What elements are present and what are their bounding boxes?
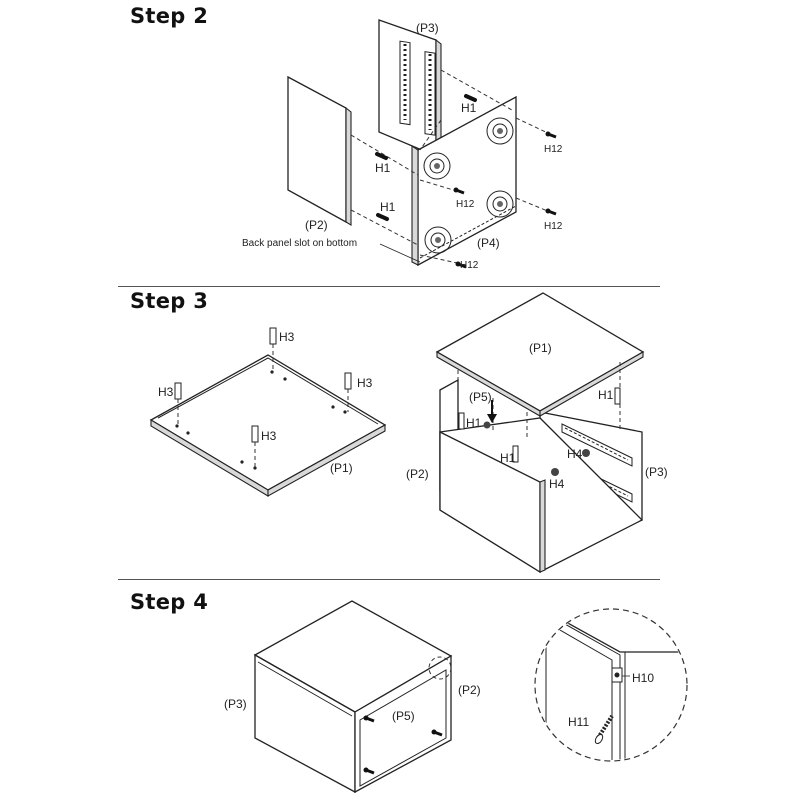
- divider-1: [118, 286, 660, 287]
- label-h4: H4: [567, 447, 583, 461]
- step-4-title: Step 4: [130, 590, 209, 614]
- cam-bolt-h3: [269, 327, 277, 370]
- label-h1: H1: [375, 161, 391, 175]
- dowel-h1: [464, 94, 477, 102]
- step-2-title: Step 2: [130, 4, 209, 28]
- label-h3: H3: [158, 385, 174, 399]
- panel-p4: [411, 95, 517, 267]
- label-p3: (P3): [224, 697, 247, 711]
- drawer-runner: [561, 423, 633, 467]
- label-h3: H3: [279, 330, 295, 344]
- label-h1: H1: [461, 101, 477, 115]
- label-p2: (P2): [305, 218, 328, 232]
- step-3-left-diagram: H3 H3 H3 H3 (P1): [149, 327, 387, 497]
- caster: [424, 226, 452, 254]
- label-h11: H11: [568, 715, 589, 729]
- screw-h11-large: [594, 714, 614, 745]
- label-h1: H1: [466, 416, 482, 430]
- cam-bolt-h3: [251, 425, 259, 467]
- label-p2: (P2): [458, 683, 481, 697]
- caster: [486, 190, 514, 218]
- label-p4: (P4): [477, 236, 500, 250]
- label-h10: H10: [632, 671, 654, 685]
- detail-magnifier: H10 H11: [534, 608, 688, 762]
- label-h3: H3: [261, 429, 277, 443]
- label-h3: H3: [357, 376, 373, 390]
- label-p3: (P3): [645, 465, 668, 479]
- cam-bolt-h3: [174, 382, 182, 425]
- label-h12: H12: [544, 144, 563, 155]
- label-p1: (P1): [330, 461, 353, 475]
- label-h12: H12: [456, 199, 475, 210]
- label-h1: H1: [380, 200, 396, 214]
- label-h12: H12: [460, 260, 479, 271]
- step-3-title: Step 3: [130, 289, 209, 313]
- screw-h12: [544, 130, 558, 139]
- label-p2: (P2): [406, 467, 429, 481]
- label-h1: H1: [598, 388, 614, 402]
- cam-bolt-h3: [344, 372, 352, 412]
- dowel-h1: [376, 213, 389, 221]
- caster: [423, 152, 451, 180]
- clip-h10: [611, 667, 623, 683]
- step-4-diagram: (P3) (P5) (P2): [224, 600, 688, 794]
- panel-p3: [378, 19, 442, 159]
- caster: [486, 117, 514, 145]
- screw-h12: [544, 207, 558, 216]
- step-3-right-diagram: (P1) (P5) (P2) (P3) H1 H1 H1 H4 H4: [406, 292, 668, 574]
- slot-note: Back panel slot on bottom: [242, 238, 357, 249]
- label-h1: H1: [500, 451, 516, 465]
- divider-2: [118, 579, 660, 580]
- label-h4: H4: [549, 477, 565, 491]
- label-p5: (P5): [392, 709, 415, 723]
- label-p1-top: (P1): [529, 341, 552, 355]
- panel-p2: [287, 75, 352, 226]
- label-p5: (P5): [469, 390, 492, 404]
- step-2-diagram: (P3) (P2) (P4) H1 H1 H1 H12 H12 H12 H12 …: [242, 19, 563, 271]
- label-h12: H12: [544, 221, 563, 232]
- label-p3: (P3): [416, 21, 439, 35]
